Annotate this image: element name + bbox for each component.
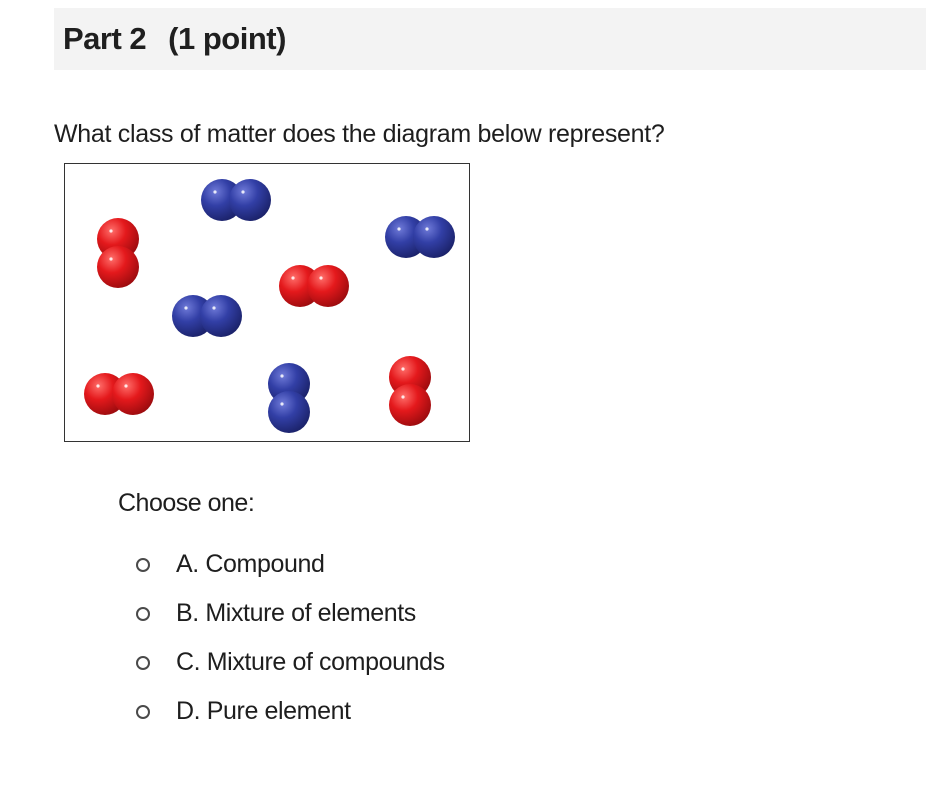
- atom-highlight: [96, 384, 100, 388]
- option-c-label[interactable]: C. Mixture of compounds: [176, 648, 445, 676]
- option-d-label[interactable]: D. Pure element: [176, 697, 351, 725]
- atom-highlight: [280, 402, 284, 406]
- atom-highlight: [319, 276, 323, 280]
- blue-diatomic-molecule: [201, 179, 271, 221]
- option-d[interactable]: D. Pure element: [136, 687, 445, 736]
- blue-atom: [413, 216, 455, 258]
- atom-highlight: [291, 276, 295, 280]
- red-atom: [389, 384, 431, 426]
- atom-highlight: [184, 306, 188, 310]
- red-diatomic-molecule: [389, 356, 431, 426]
- red-atom: [307, 265, 349, 307]
- option-d-radio[interactable]: [136, 704, 150, 719]
- atom-highlight: [401, 367, 405, 371]
- part-title: Part 2 (1 point): [63, 21, 286, 57]
- points-label: (1 point): [168, 21, 286, 56]
- red-diatomic-molecule: [97, 218, 139, 288]
- question-text: What class of matter does the diagram be…: [54, 120, 665, 148]
- atom-highlight: [213, 190, 217, 194]
- red-diatomic-molecule: [279, 265, 349, 307]
- option-b[interactable]: B. Mixture of elements: [136, 589, 445, 638]
- molecule-diagram: [64, 163, 470, 442]
- molecule-diagram-canvas: [84, 179, 455, 433]
- part-label: Part 2: [63, 21, 147, 56]
- blue-diatomic-molecule: [385, 216, 455, 258]
- blue-atom: [200, 295, 242, 337]
- answer-options: A. Compound B. Mixture of elements C. Mi…: [136, 540, 445, 736]
- option-a-radio[interactable]: [136, 557, 150, 572]
- atom-highlight: [401, 395, 405, 399]
- blue-atom: [229, 179, 271, 221]
- option-b-label[interactable]: B. Mixture of elements: [176, 599, 416, 627]
- atom-highlight: [109, 229, 113, 233]
- atom-highlight: [397, 227, 401, 231]
- option-c-radio[interactable]: [136, 655, 150, 670]
- blue-diatomic-molecule: [172, 295, 242, 337]
- part-header: Part 2 (1 point): [54, 8, 926, 70]
- atom-highlight: [425, 227, 429, 231]
- red-diatomic-molecule: [84, 373, 154, 415]
- option-c[interactable]: C. Mixture of compounds: [136, 638, 445, 687]
- red-atom: [97, 246, 139, 288]
- option-a-label[interactable]: A. Compound: [176, 550, 325, 578]
- blue-diatomic-molecule: [268, 363, 310, 433]
- option-b-radio[interactable]: [136, 606, 150, 621]
- atom-highlight: [212, 306, 216, 310]
- red-atom: [112, 373, 154, 415]
- choose-prompt: Choose one:: [118, 489, 255, 517]
- blue-atom: [268, 391, 310, 433]
- option-a[interactable]: A. Compound: [136, 540, 445, 589]
- atom-highlight: [124, 384, 128, 388]
- atom-highlight: [280, 374, 284, 378]
- atom-highlight: [109, 257, 113, 261]
- atom-highlight: [241, 190, 245, 194]
